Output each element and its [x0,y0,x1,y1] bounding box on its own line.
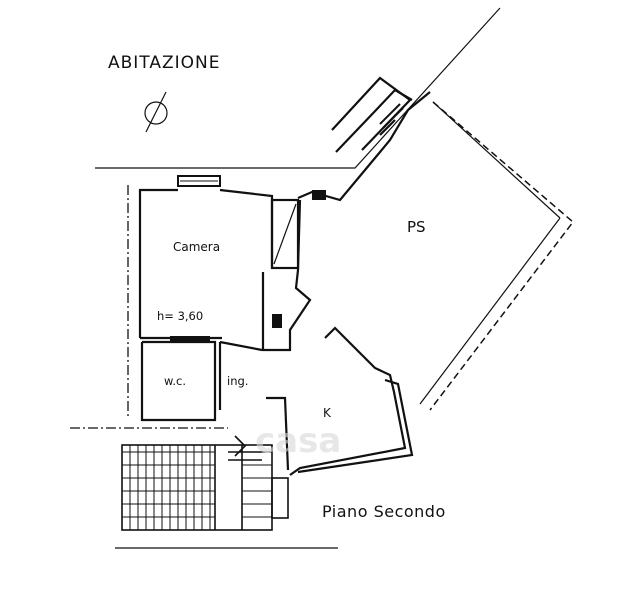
north-compass-icon [144,91,168,133]
room-kitchen-label: K [323,406,332,420]
room-ps-label: PS [407,218,426,236]
room-camera-label: Camera [173,240,220,254]
stair-line [271,477,289,519]
walls [138,76,431,476]
room-height-label: h= 3,60 [157,309,203,323]
room-ingresso-label: ing. [227,374,248,388]
watermark-text: casa [255,421,341,461]
floor-label: Piano Secondo [322,502,446,521]
room-wc-label: w.c. [164,374,186,388]
staircase [121,435,289,531]
openings [170,103,404,341]
plan-title: ABITAZIONE [108,53,221,73]
boundary-lines [70,7,501,549]
terrace-outline [419,101,575,411]
stair-line [234,435,247,457]
